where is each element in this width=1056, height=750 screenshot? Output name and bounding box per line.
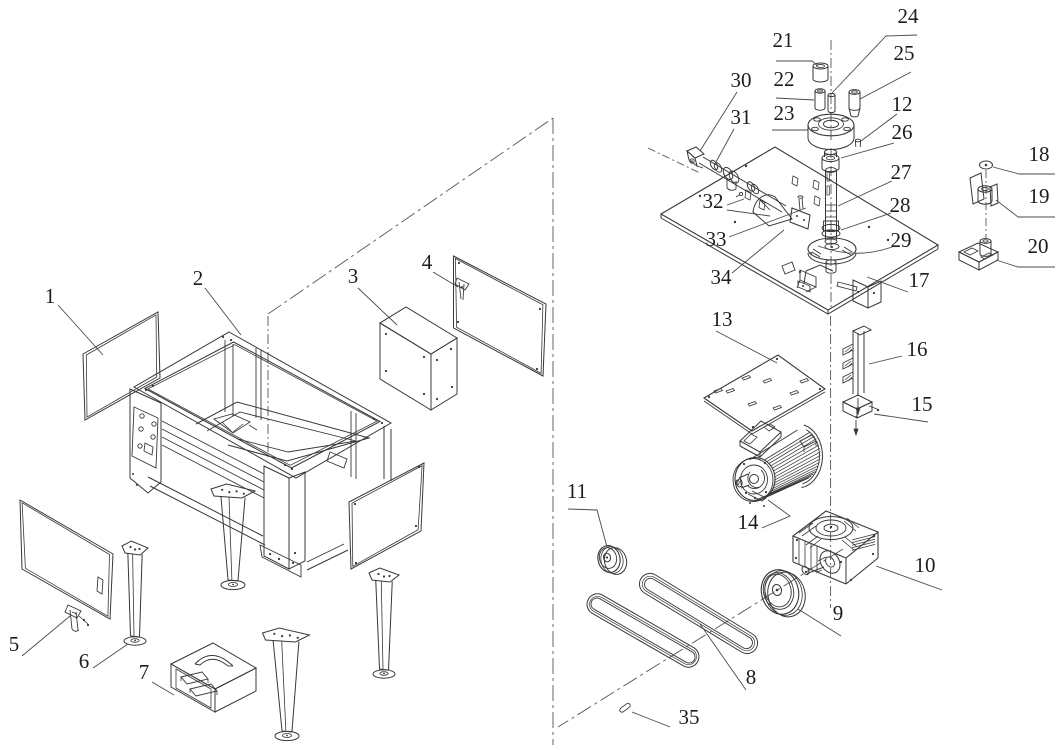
svg-text:16: 16	[907, 337, 928, 361]
svg-text:1: 1	[45, 284, 56, 308]
svg-text:28: 28	[890, 193, 911, 217]
svg-text:26: 26	[892, 120, 913, 144]
svg-text:32: 32	[703, 189, 724, 213]
svg-text:17: 17	[909, 268, 930, 292]
svg-text:24: 24	[898, 4, 920, 28]
svg-text:27: 27	[891, 160, 912, 184]
svg-text:11: 11	[567, 479, 587, 503]
svg-text:14: 14	[738, 510, 760, 534]
svg-text:4: 4	[422, 250, 433, 274]
svg-text:25: 25	[894, 41, 915, 65]
svg-text:35: 35	[679, 705, 700, 729]
svg-text:20: 20	[1028, 234, 1049, 258]
svg-text:19: 19	[1029, 184, 1050, 208]
svg-text:15: 15	[912, 392, 933, 416]
svg-text:7: 7	[139, 660, 150, 684]
svg-text:33: 33	[706, 227, 727, 251]
svg-text:3: 3	[348, 264, 359, 288]
svg-text:10: 10	[915, 553, 936, 577]
svg-text:21: 21	[773, 28, 794, 52]
svg-text:2: 2	[193, 266, 204, 290]
svg-text:29: 29	[891, 228, 912, 252]
svg-text:18: 18	[1029, 142, 1050, 166]
svg-text:5: 5	[9, 632, 20, 656]
svg-text:22: 22	[774, 67, 795, 91]
svg-text:34: 34	[711, 265, 733, 289]
svg-text:23: 23	[774, 101, 795, 125]
svg-text:13: 13	[712, 307, 733, 331]
svg-text:12: 12	[892, 92, 913, 116]
svg-text:9: 9	[833, 601, 844, 625]
svg-text:8: 8	[746, 665, 757, 689]
svg-text:6: 6	[79, 649, 90, 673]
svg-text:30: 30	[731, 68, 752, 92]
svg-text:31: 31	[731, 105, 752, 129]
